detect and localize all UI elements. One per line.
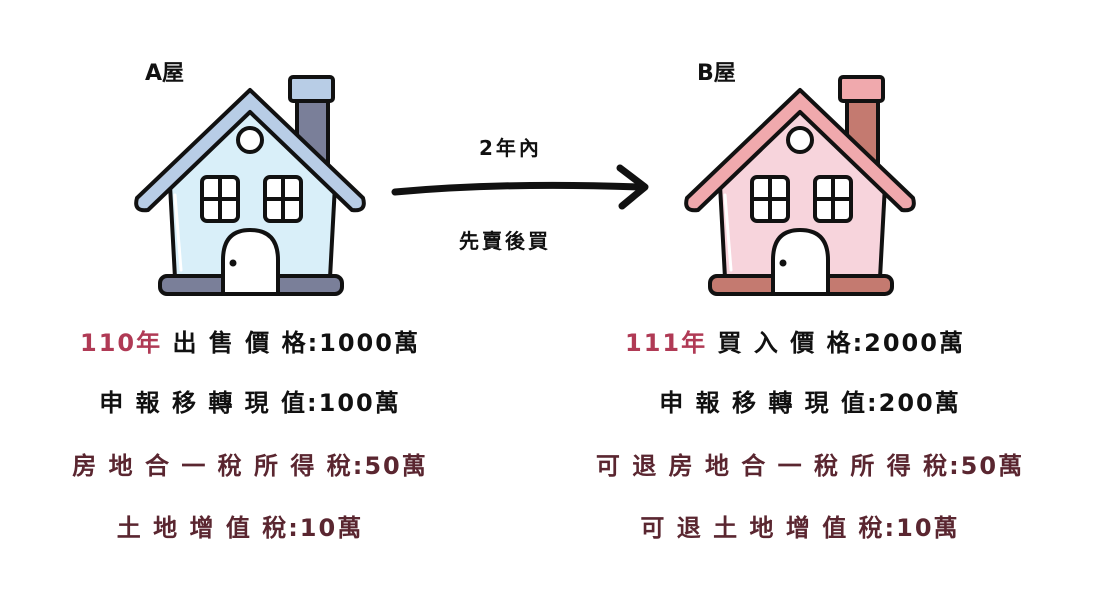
left-land-tax: 土 地 增 值 稅:10萬 [116,514,364,542]
right-declared-value: 申 報 移 轉 現 值:200萬 [659,389,961,417]
right-price-text: 買 入 價 格:2000萬 [717,329,965,357]
house-b-icon [684,75,916,296]
chimney-cap [288,75,335,103]
left-declared-value: 申 報 移 轉 現 值:100萬 [99,389,401,417]
left-year: 110年 [80,329,163,357]
house-a-label: A屋 [145,61,185,86]
round-window [236,126,264,154]
arrow-bottom-text: 先賣後買 [459,229,551,253]
round-window [786,126,814,154]
door [771,228,830,296]
right-land-tax-refund: 可 退 土 地 增 值 稅:10萬 [640,514,960,542]
door [221,228,280,296]
right-year: 111年 [625,329,708,357]
house-b-label: B屋 [697,61,736,86]
roof [684,88,916,213]
roof [134,88,366,213]
right-buy-price: 111年 買 入 價 格:2000萬 [575,323,1015,358]
left-income-tax: 房 地 合 一 稅 所 得 稅:50萬 [72,452,428,480]
arrow-top-text: 2年內 [479,136,542,160]
left-sale-price: 110年 出 售 價 格:1000萬 [30,323,470,358]
chimney-cap [838,75,885,103]
right-income-tax-refund: 可 退 房 地 合 一 稅 所 得 稅:50萬 [595,452,1025,480]
arrow-right-icon [391,164,649,210]
left-price-text: 出 售 價 格:1000萬 [172,329,420,357]
house-a-icon [134,75,366,296]
